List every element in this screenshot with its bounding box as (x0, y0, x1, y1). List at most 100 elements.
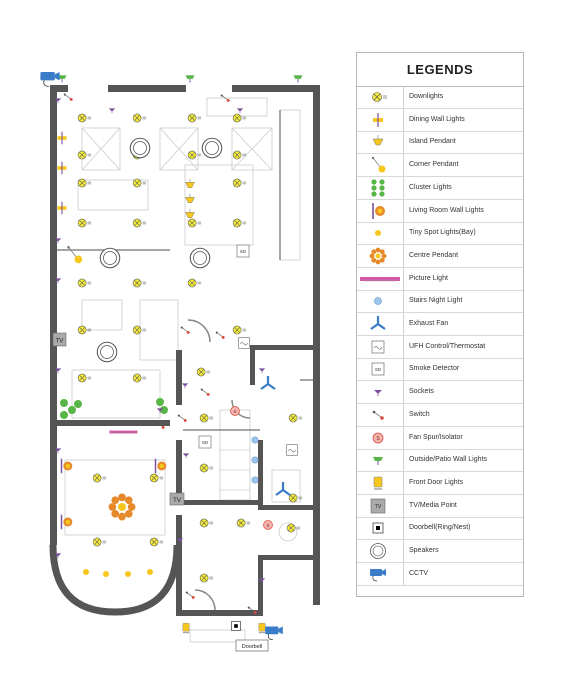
cluster-lights-icon (156, 398, 164, 406)
doorbell-label: Doorbell (242, 644, 262, 650)
front-door-light-icon (182, 623, 190, 634)
outside-wall-light-icon (293, 75, 303, 83)
doorbell-icon (231, 621, 241, 631)
downlight-icon (199, 463, 214, 473)
socket-icon (176, 538, 184, 544)
island-pendant-icon (185, 178, 195, 188)
downlight-icon (199, 573, 214, 583)
socket-icon (182, 453, 190, 459)
living-room-wall-light-icon (60, 458, 73, 474)
legend-label: Front Door Lights (409, 478, 464, 486)
corner-pendant-icon (67, 245, 83, 264)
legend-label: Living Room Wall Lights (409, 206, 484, 214)
socket-icon (258, 368, 266, 374)
downlight-icon (132, 218, 147, 228)
speaker-icon (357, 540, 404, 562)
legend-label: Stairs Night Light (409, 297, 463, 305)
downlight-icon (187, 218, 202, 228)
dining-wall-light-icon (57, 131, 67, 145)
cluster-lights-icon (74, 400, 82, 408)
downlight-icon (232, 150, 247, 160)
fan-spur-isolator-icon: S (230, 406, 240, 416)
downlight-icon (187, 113, 202, 123)
exhaust-fan-icon (275, 482, 291, 496)
svg-text:TV: TV (375, 504, 382, 510)
downlight-icon (149, 473, 164, 483)
legend-row: Living Room Wall Lights (357, 199, 523, 223)
switch-icon (155, 421, 165, 429)
tv-label-living: TV (173, 498, 181, 504)
cctv-icon (40, 72, 60, 87)
legend-row: Outside/Patio Wall Lights (357, 449, 523, 473)
downlight-icon (232, 325, 247, 335)
tv-point-dining (52, 332, 67, 347)
legend-label: Smoke Detector (409, 365, 460, 373)
downlight-icon (286, 523, 301, 533)
legend-row: S Fan Spur/Isolator (357, 426, 523, 450)
tiny-spot-light-icon (147, 569, 153, 575)
outside-wall-light-icon (57, 75, 67, 83)
legend-row: Dining Wall Lights (357, 108, 523, 132)
living-room-wall-light-icon (60, 514, 73, 530)
svg-text:SD: SD (375, 367, 382, 372)
legend-label: Downlights (409, 93, 444, 100)
downlight-icon (357, 86, 404, 108)
living-room-wall-light-icon (357, 199, 404, 222)
legend-row: Speakers (357, 540, 523, 563)
legend-label: Fan Spur/Isolator (409, 433, 463, 441)
legend-label: Sockets (409, 388, 434, 396)
downlight-icon (288, 493, 303, 503)
cctv-icon (265, 626, 283, 641)
legend-label: CCTV (409, 569, 429, 577)
svg-text:S: S (233, 409, 236, 414)
legend-label: Exhaust Fan (409, 320, 449, 327)
fan-spur-isolator-icon: S (357, 426, 404, 449)
socket-icon (357, 381, 404, 404)
cluster-lights-icon (60, 411, 68, 419)
downlight-icon (77, 178, 92, 188)
socket-icon (54, 98, 62, 104)
legend-row: SD Smoke Detector (357, 358, 523, 382)
floor-plan: SS TV TV SD SD Doorbell (40, 72, 320, 652)
dining-wall-light-icon (57, 201, 67, 215)
downlight-icon (92, 473, 107, 483)
legend-row: Cluster Lights (357, 176, 523, 200)
legend-label: Speakers (409, 547, 439, 554)
picture-light-icon (357, 267, 404, 290)
svg-text:S: S (376, 436, 380, 442)
speaker-icon (189, 247, 211, 269)
downlight-icon (77, 113, 92, 123)
exhaust-fan-icon (260, 376, 276, 390)
stairs-night-light-icon (251, 476, 259, 484)
island-pendant-icon (357, 131, 404, 154)
cctv-icon (357, 562, 404, 585)
walls (50, 85, 320, 616)
front-door-light-icon (357, 471, 404, 494)
cluster-lights-icon (357, 176, 404, 199)
island-pendant-icon (185, 193, 195, 203)
socket-icon (181, 383, 189, 389)
downlight-icon (232, 218, 247, 228)
outside-wall-light-icon (357, 449, 404, 472)
legend-row: Downlights (357, 86, 523, 109)
stairs-night-light-icon (251, 436, 259, 444)
speaker-icon (96, 341, 118, 363)
doorbell-tag (235, 639, 269, 652)
downlight-icon (77, 278, 92, 288)
downlight-icon (199, 518, 214, 528)
picture-light-icon (109, 430, 138, 434)
legend-row: Stairs Night Light (357, 290, 523, 314)
speaker-icon (201, 137, 223, 159)
tv-label-dining: TV (56, 339, 64, 345)
fan-spur-isolator-icon: S (263, 520, 273, 530)
socket-icon (54, 448, 62, 454)
legend-label: Tiny Spot Lights(Bay) (409, 229, 476, 237)
legend-row: Island Pendant (357, 131, 523, 155)
dining-wall-light-icon (57, 161, 67, 175)
smoke-detector-kitchen (236, 244, 250, 258)
legend-row: Corner Pendant (357, 154, 523, 178)
legend-row: CCTV (357, 562, 523, 586)
tv-media-point-icon: TV (357, 494, 404, 517)
legend-label: Centre Pendant (409, 251, 459, 259)
